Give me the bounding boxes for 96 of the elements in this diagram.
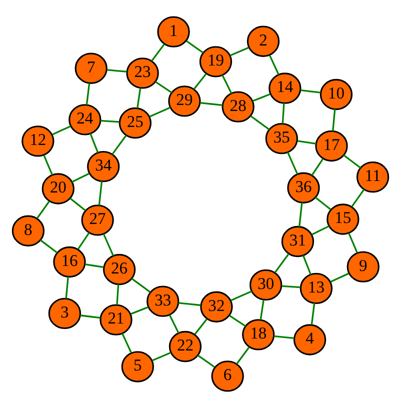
connector	[298, 202, 303, 227]
connector	[149, 106, 171, 118]
connector	[311, 158, 324, 176]
node-circle: 9	[346, 251, 380, 282]
connector	[168, 314, 180, 334]
connector	[86, 83, 90, 106]
connector	[100, 120, 120, 123]
connector	[52, 125, 71, 136]
connector	[260, 300, 264, 320]
connector	[152, 352, 172, 362]
node-circle: 26	[102, 254, 136, 286]
node-circle: 3	[48, 298, 82, 330]
connector	[332, 109, 336, 132]
node-circle: 34	[87, 150, 120, 182]
node-circle: 8	[12, 215, 45, 246]
connector	[230, 46, 250, 56]
connector	[186, 40, 204, 54]
connector	[197, 354, 216, 368]
connector	[343, 154, 362, 169]
connector	[112, 134, 127, 155]
connector	[282, 103, 285, 124]
connector	[122, 333, 132, 354]
connector	[274, 335, 294, 340]
node-circle: 35	[265, 122, 298, 154]
node-circle: 24	[68, 104, 102, 136]
connector	[250, 115, 270, 130]
node-circle: 22	[168, 330, 202, 362]
node-circle: 17	[315, 130, 348, 162]
node-circle: 28	[222, 91, 254, 122]
connector	[282, 285, 301, 288]
node-circle: 32	[200, 291, 233, 322]
connector	[200, 102, 223, 106]
node-circle: 11	[356, 161, 390, 193]
connector	[40, 239, 58, 254]
connector	[252, 93, 270, 102]
node-circle: 33	[146, 286, 180, 317]
connector	[236, 346, 250, 364]
connector	[65, 276, 69, 299]
connector	[222, 74, 232, 94]
connector	[286, 152, 298, 174]
node-circle: 12	[22, 126, 54, 157]
connector	[116, 284, 120, 306]
connector	[229, 314, 246, 327]
connector	[268, 54, 280, 76]
connector	[230, 290, 252, 302]
connector	[131, 278, 151, 293]
node-circle: 2	[246, 26, 280, 57]
node-circle: 6	[211, 360, 244, 392]
connector	[90, 133, 99, 153]
connector	[330, 272, 350, 283]
node-circle: 4	[293, 324, 326, 356]
connector	[70, 198, 86, 212]
node-circle: 1	[157, 16, 190, 48]
node-circle: 13	[300, 272, 333, 304]
connector	[311, 225, 330, 236]
node-circle: 20	[42, 173, 74, 204]
connector	[154, 81, 172, 94]
connector	[302, 255, 312, 275]
connector	[348, 232, 358, 254]
connector	[151, 44, 166, 62]
connector	[84, 264, 104, 268]
connector	[351, 189, 365, 208]
connector	[297, 140, 316, 144]
connector	[194, 318, 208, 335]
node-circle: 5	[121, 351, 154, 382]
connector	[310, 302, 316, 325]
node-circle: 15	[326, 204, 360, 235]
node-circle: 30	[250, 269, 282, 301]
connector	[300, 89, 321, 94]
node-circle: 14	[268, 72, 302, 104]
connector	[77, 232, 90, 250]
connector	[98, 181, 103, 206]
node-circle: 31	[281, 226, 314, 258]
node-circle: 29	[168, 86, 201, 117]
node-circle: 16	[53, 246, 86, 278]
node-circle: 18	[242, 319, 275, 350]
node-circle: 7	[74, 52, 108, 84]
connector	[80, 314, 101, 319]
connector	[136, 88, 142, 108]
connector	[193, 73, 207, 90]
connector	[72, 172, 90, 183]
connector	[130, 306, 149, 315]
connector	[314, 196, 332, 210]
connector	[178, 302, 201, 306]
connector	[106, 69, 128, 73]
node-circle: 25	[118, 107, 152, 139]
node-circle: 10	[320, 78, 353, 110]
connector	[36, 200, 50, 219]
node-circle: 27	[81, 204, 114, 236]
connector	[274, 253, 290, 274]
connector	[102, 234, 114, 256]
node-circle: 21	[100, 304, 132, 336]
connector	[43, 154, 54, 176]
node-circle: 23	[126, 58, 159, 89]
node-circle: 19	[199, 46, 232, 78]
node-circle: 36	[287, 172, 320, 204]
